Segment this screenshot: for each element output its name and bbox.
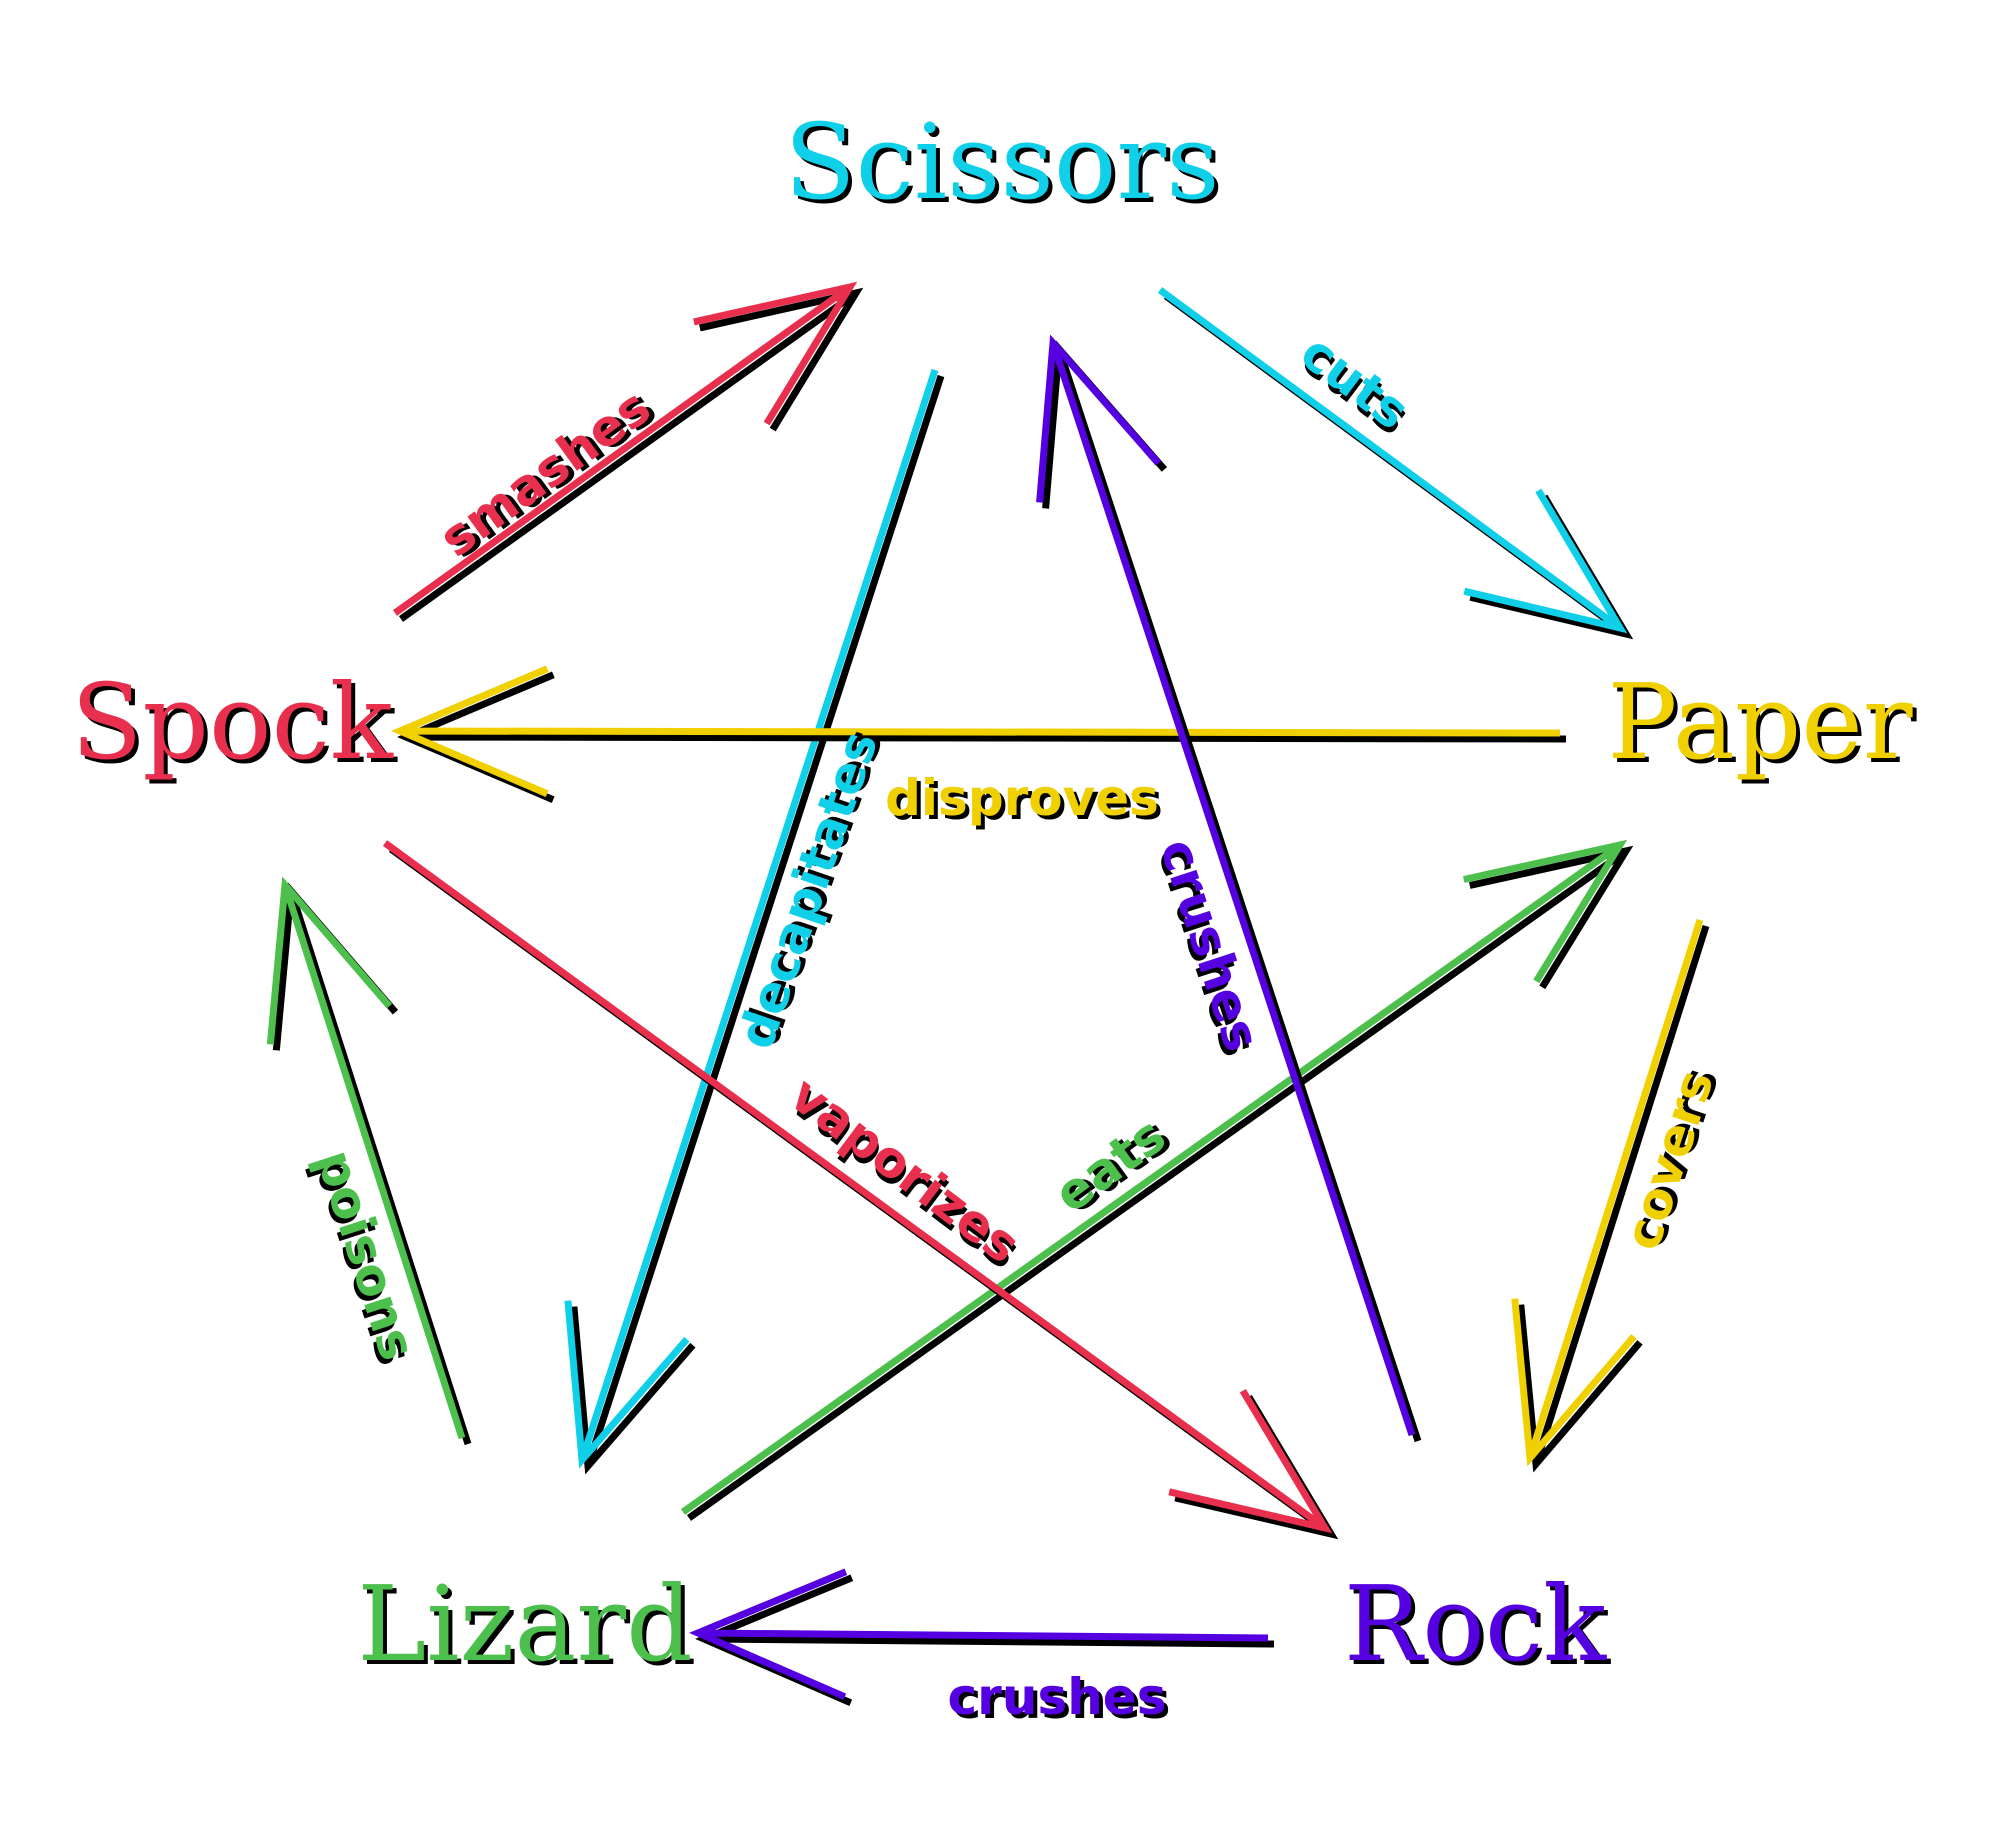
arrow-lizard-spock bbox=[266, 876, 472, 1446]
edge-label-shadow: crushes bbox=[952, 1672, 1171, 1730]
node-label-text: Paper bbox=[1607, 661, 1912, 783]
arrow-shadow bbox=[570, 374, 945, 1475]
arrow-spock-scissors bbox=[392, 281, 864, 622]
node-label-shadow: Lizard bbox=[361, 1567, 696, 1689]
node-label-text: Scissors bbox=[784, 101, 1219, 223]
arrow-line bbox=[564, 368, 939, 1469]
arrow-line bbox=[680, 839, 1628, 1515]
arrow-lizard-paper bbox=[680, 839, 1634, 1521]
edge-label-text: decapitates bbox=[727, 724, 890, 1056]
arrow-shadow bbox=[398, 287, 864, 622]
arrow-shadow bbox=[686, 845, 1634, 1521]
arrow-scissors-lizard bbox=[564, 368, 945, 1475]
arrow-line bbox=[1511, 918, 1704, 1467]
edge-label-text: disproves bbox=[885, 769, 1159, 827]
arrow-rock-lizard bbox=[689, 1568, 1275, 1707]
arrow-line bbox=[392, 281, 858, 616]
node-label-shadow: Paper bbox=[1611, 665, 1916, 787]
node-label-text: Rock bbox=[1344, 1563, 1607, 1685]
arrow-shadow bbox=[1517, 924, 1710, 1473]
node-label-shadow: Rock bbox=[1348, 1567, 1611, 1689]
edge-label-shadow: disproves bbox=[889, 773, 1163, 831]
arrow-line bbox=[382, 840, 1333, 1534]
arrow-line bbox=[1036, 334, 1416, 1437]
node-label-text: Lizard bbox=[357, 1563, 692, 1685]
node-label-shadow: Scissors bbox=[788, 105, 1223, 227]
edge-label-text: vaporizes bbox=[779, 1065, 1030, 1274]
arrow-spock-rock bbox=[382, 840, 1339, 1540]
arrow-paper-rock bbox=[1511, 918, 1710, 1473]
node-label-text: Spock bbox=[71, 661, 394, 783]
arrow-line bbox=[391, 665, 1561, 797]
arrow-rock-scissors bbox=[1036, 334, 1422, 1443]
arrow-scissors-paper bbox=[1157, 287, 1634, 640]
edge-label-text: smashes bbox=[429, 378, 661, 569]
arrow-paper-spock bbox=[391, 665, 1567, 803]
node-label-shadow: Spock bbox=[75, 665, 398, 787]
arrow-line bbox=[266, 876, 466, 1440]
edge-label-text: crushes bbox=[948, 1668, 1167, 1726]
arrow-line bbox=[689, 1568, 1269, 1701]
arrow-line bbox=[1157, 287, 1628, 634]
